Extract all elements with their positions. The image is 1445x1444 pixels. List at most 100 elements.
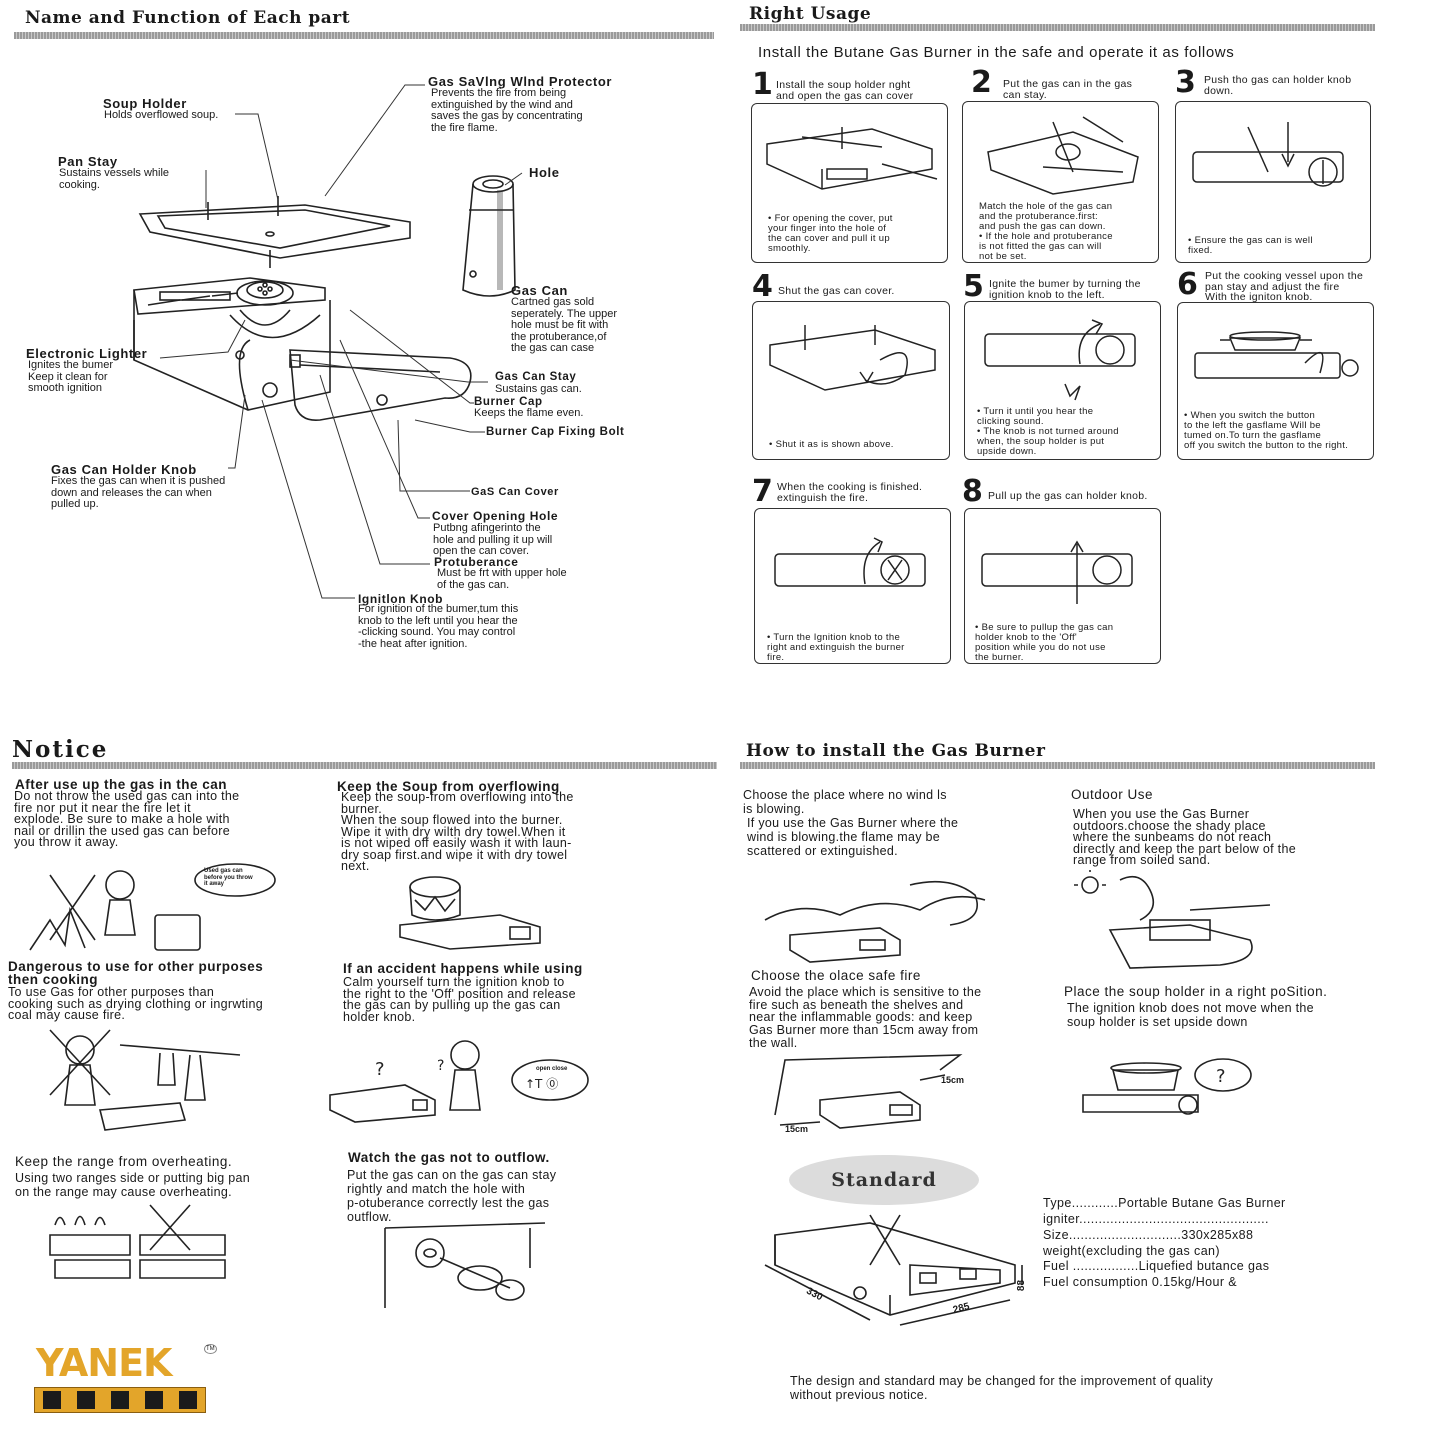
- spec-igniter: igniter.................................…: [1043, 1212, 1269, 1226]
- desc-protuberance: Must be frt with upper hole of the gas c…: [437, 567, 567, 591]
- install-title-rule: [740, 762, 1375, 769]
- notice-5-body: Using two ranges side or putting big pan…: [15, 1171, 251, 1199]
- desc-gas-can: Cartned gas sold seperately. The upper h…: [511, 296, 617, 354]
- step-4-note: • Shut it as is shown above.: [769, 439, 894, 450]
- install-safe-illustration: [774, 1054, 963, 1129]
- install-soup-illustration: ?: [1082, 1058, 1252, 1115]
- label-burner-cap-bolt: Burner Cap Fixing Bolt: [486, 426, 625, 438]
- label-protuberance: Protuberance: [434, 555, 519, 569]
- notice-3-title: Dangerous to use for other purposes then…: [8, 959, 264, 987]
- step-7-panel: • Turn the Ignition knob to the right an…: [754, 508, 951, 664]
- step-5-text: Ignite the bumer by turning the ignition…: [989, 278, 1141, 301]
- svg-text:?: ?: [437, 1058, 444, 1074]
- notice-5-title: Keep the range from overheating.: [15, 1154, 233, 1169]
- install-wind-illustration: [764, 880, 986, 963]
- spec-burner-drawing: [764, 1214, 1023, 1326]
- notice-4-body: Calm yourself turn the ignition knob to …: [343, 975, 576, 1024]
- label-gas-can-stay: Gas Can Stay: [495, 371, 577, 383]
- disclaimer: The design and standard may be changed f…: [790, 1374, 1214, 1402]
- step-5-illustration: [984, 319, 1136, 401]
- notice-5-illustration: [49, 1204, 226, 1279]
- notice-2-illustration: [399, 876, 541, 950]
- step-8-panel: • Be sure to pullup the gas can holder k…: [964, 508, 1161, 664]
- label-gas-can-cover: GaS Can Cover: [471, 486, 559, 498]
- step-7-number: 7: [752, 474, 773, 509]
- notice-6-body: Put the gas can on the gas can stay righ…: [347, 1168, 557, 1224]
- notice-3-illustration: [49, 1029, 241, 1131]
- install-outdoor-title: Outdoor Use: [1071, 787, 1154, 802]
- step-4-number: 4: [752, 269, 773, 304]
- step-6-note: • When you switch the button to the left…: [1184, 410, 1349, 451]
- step-2-note: Match the hole of the gas can and the pr…: [979, 201, 1113, 262]
- step-7-illustration: [774, 537, 926, 587]
- label-cover-hole: Cover Opening Hole: [432, 509, 559, 523]
- spec-weight: weight(excluding the gas can): [1043, 1244, 1220, 1258]
- install-soup-body: The ignition knob does not move when the…: [1067, 1001, 1314, 1029]
- label-burner-cap: Burner Cap: [474, 396, 543, 408]
- spec-type: Type............Portable Butane Gas Burn…: [1043, 1196, 1286, 1210]
- label-electronic-lighter: Electronic Lighter: [26, 346, 148, 361]
- install-safe-body: Avoid the place which is sensitive to th…: [749, 985, 982, 1050]
- label-soup-holder: Soup Holder: [103, 96, 187, 111]
- desc-burner-cap: Keeps the flame even.: [474, 407, 584, 419]
- step-2-text: Put the gas can in the gas can stay.: [1003, 78, 1133, 101]
- step-6-text: Put the cooking vessel upon the pan stay…: [1205, 270, 1364, 303]
- pot-icon: [111, 1391, 129, 1409]
- desc-pan-stay: Sustains vessels while cooking.: [59, 167, 170, 191]
- notice-title-rule: [12, 762, 717, 769]
- parts-title-rule: [14, 32, 714, 39]
- step-2-panel: Match the hole of the gas can and the pr…: [962, 101, 1159, 263]
- notice-bubble-2: open close: [536, 1066, 568, 1072]
- label-gas-can: Gas Can: [511, 283, 568, 298]
- usage-title-rule: [740, 24, 1375, 31]
- step-4-text: Shut the gas can cover.: [778, 285, 895, 297]
- spec-consumption: Fuel consumption 0.15kg/Hour &: [1043, 1275, 1238, 1289]
- brand-icon-strip: [34, 1387, 206, 1413]
- notice-1-title: After use up the gas in the can: [15, 777, 228, 792]
- spec-size: Size.............................330x285…: [1043, 1228, 1254, 1242]
- notice-3-body: To use Gas for other purposes than cooki…: [8, 985, 263, 1022]
- step-5-number: 5: [963, 269, 984, 304]
- desc-gas-can-stay: Sustains gas can.: [495, 383, 582, 395]
- part-leader-lines: [159, 84, 523, 599]
- desc-wind-protector: Prevents the fire from being extinguishe…: [431, 87, 583, 134]
- step-5-panel: • Turn it until you hear the clicking so…: [964, 301, 1161, 460]
- brand-tm: TM: [204, 1344, 217, 1354]
- step-6-panel: • When you switch the button to the left…: [1177, 302, 1374, 460]
- stove-exploded-diagram: [133, 196, 472, 422]
- install-safe-title: Choose the olace safe fire: [751, 968, 921, 983]
- flame-icon: [179, 1391, 197, 1409]
- usage-section-title: Right Usage: [749, 4, 872, 24]
- notice-6-illustration: [384, 1222, 546, 1308]
- desc-ignition-knob: For ignition of the bumer,tum this knob …: [358, 603, 519, 650]
- notice-4-title: If an accident happens while using: [343, 961, 583, 976]
- desc-electronic-lighter: Ignites the bumer Keep it clean for smoo…: [28, 359, 113, 394]
- install-outdoor-body: When you use the Gas Burner outdoors.cho…: [1073, 807, 1296, 867]
- install-outdoor-illustration: [1074, 870, 1271, 969]
- hanger-icon: [145, 1391, 163, 1409]
- install-section-title: How to install the Gas Burner: [746, 741, 1046, 761]
- step-8-text: Pull up the gas can holder knob.: [988, 490, 1148, 502]
- label-pan-stay: Pan Stay: [58, 154, 118, 169]
- brand-name: YANEK: [36, 1341, 172, 1385]
- step-3-note: • Ensure the gas can is well fixed.: [1188, 235, 1313, 256]
- step-1-panel: • For opening the cover, put your finger…: [751, 103, 948, 263]
- dim-15cm-right: 15cm: [941, 1075, 965, 1085]
- label-wind-protector: Gas SaVlng Wlnd Protector: [428, 74, 613, 89]
- step-8-number: 8: [962, 474, 983, 509]
- label-ignition-knob: Ignitlon Knob: [358, 592, 444, 606]
- desc-soup-holder: Holds overflowed soup.: [104, 109, 219, 121]
- gas-can-drawing: [462, 175, 516, 297]
- install-wind-body: If you use the Gas Burner where the wind…: [747, 816, 959, 858]
- step-8-note: • Be sure to pullup the gas can holder k…: [975, 622, 1114, 663]
- step-3-illustration: [1192, 122, 1344, 187]
- step-3-number: 3: [1175, 65, 1196, 100]
- step-3-text: Push tho gas can holder knob down.: [1204, 74, 1352, 97]
- notice-section-title: Notice: [12, 736, 109, 763]
- notice-6-title: Watch the gas not to outflow.: [348, 1150, 550, 1165]
- svg-text:↑T ⓪: ↑T ⓪: [525, 1077, 558, 1091]
- notice-bubble-1: Used gas can before you throw it away: [204, 868, 253, 887]
- parts-section-title: Name and Function of Each part: [25, 8, 351, 28]
- label-holder-knob: Gas Can Holder Knob: [51, 462, 197, 477]
- label-hole: Hole: [529, 165, 560, 180]
